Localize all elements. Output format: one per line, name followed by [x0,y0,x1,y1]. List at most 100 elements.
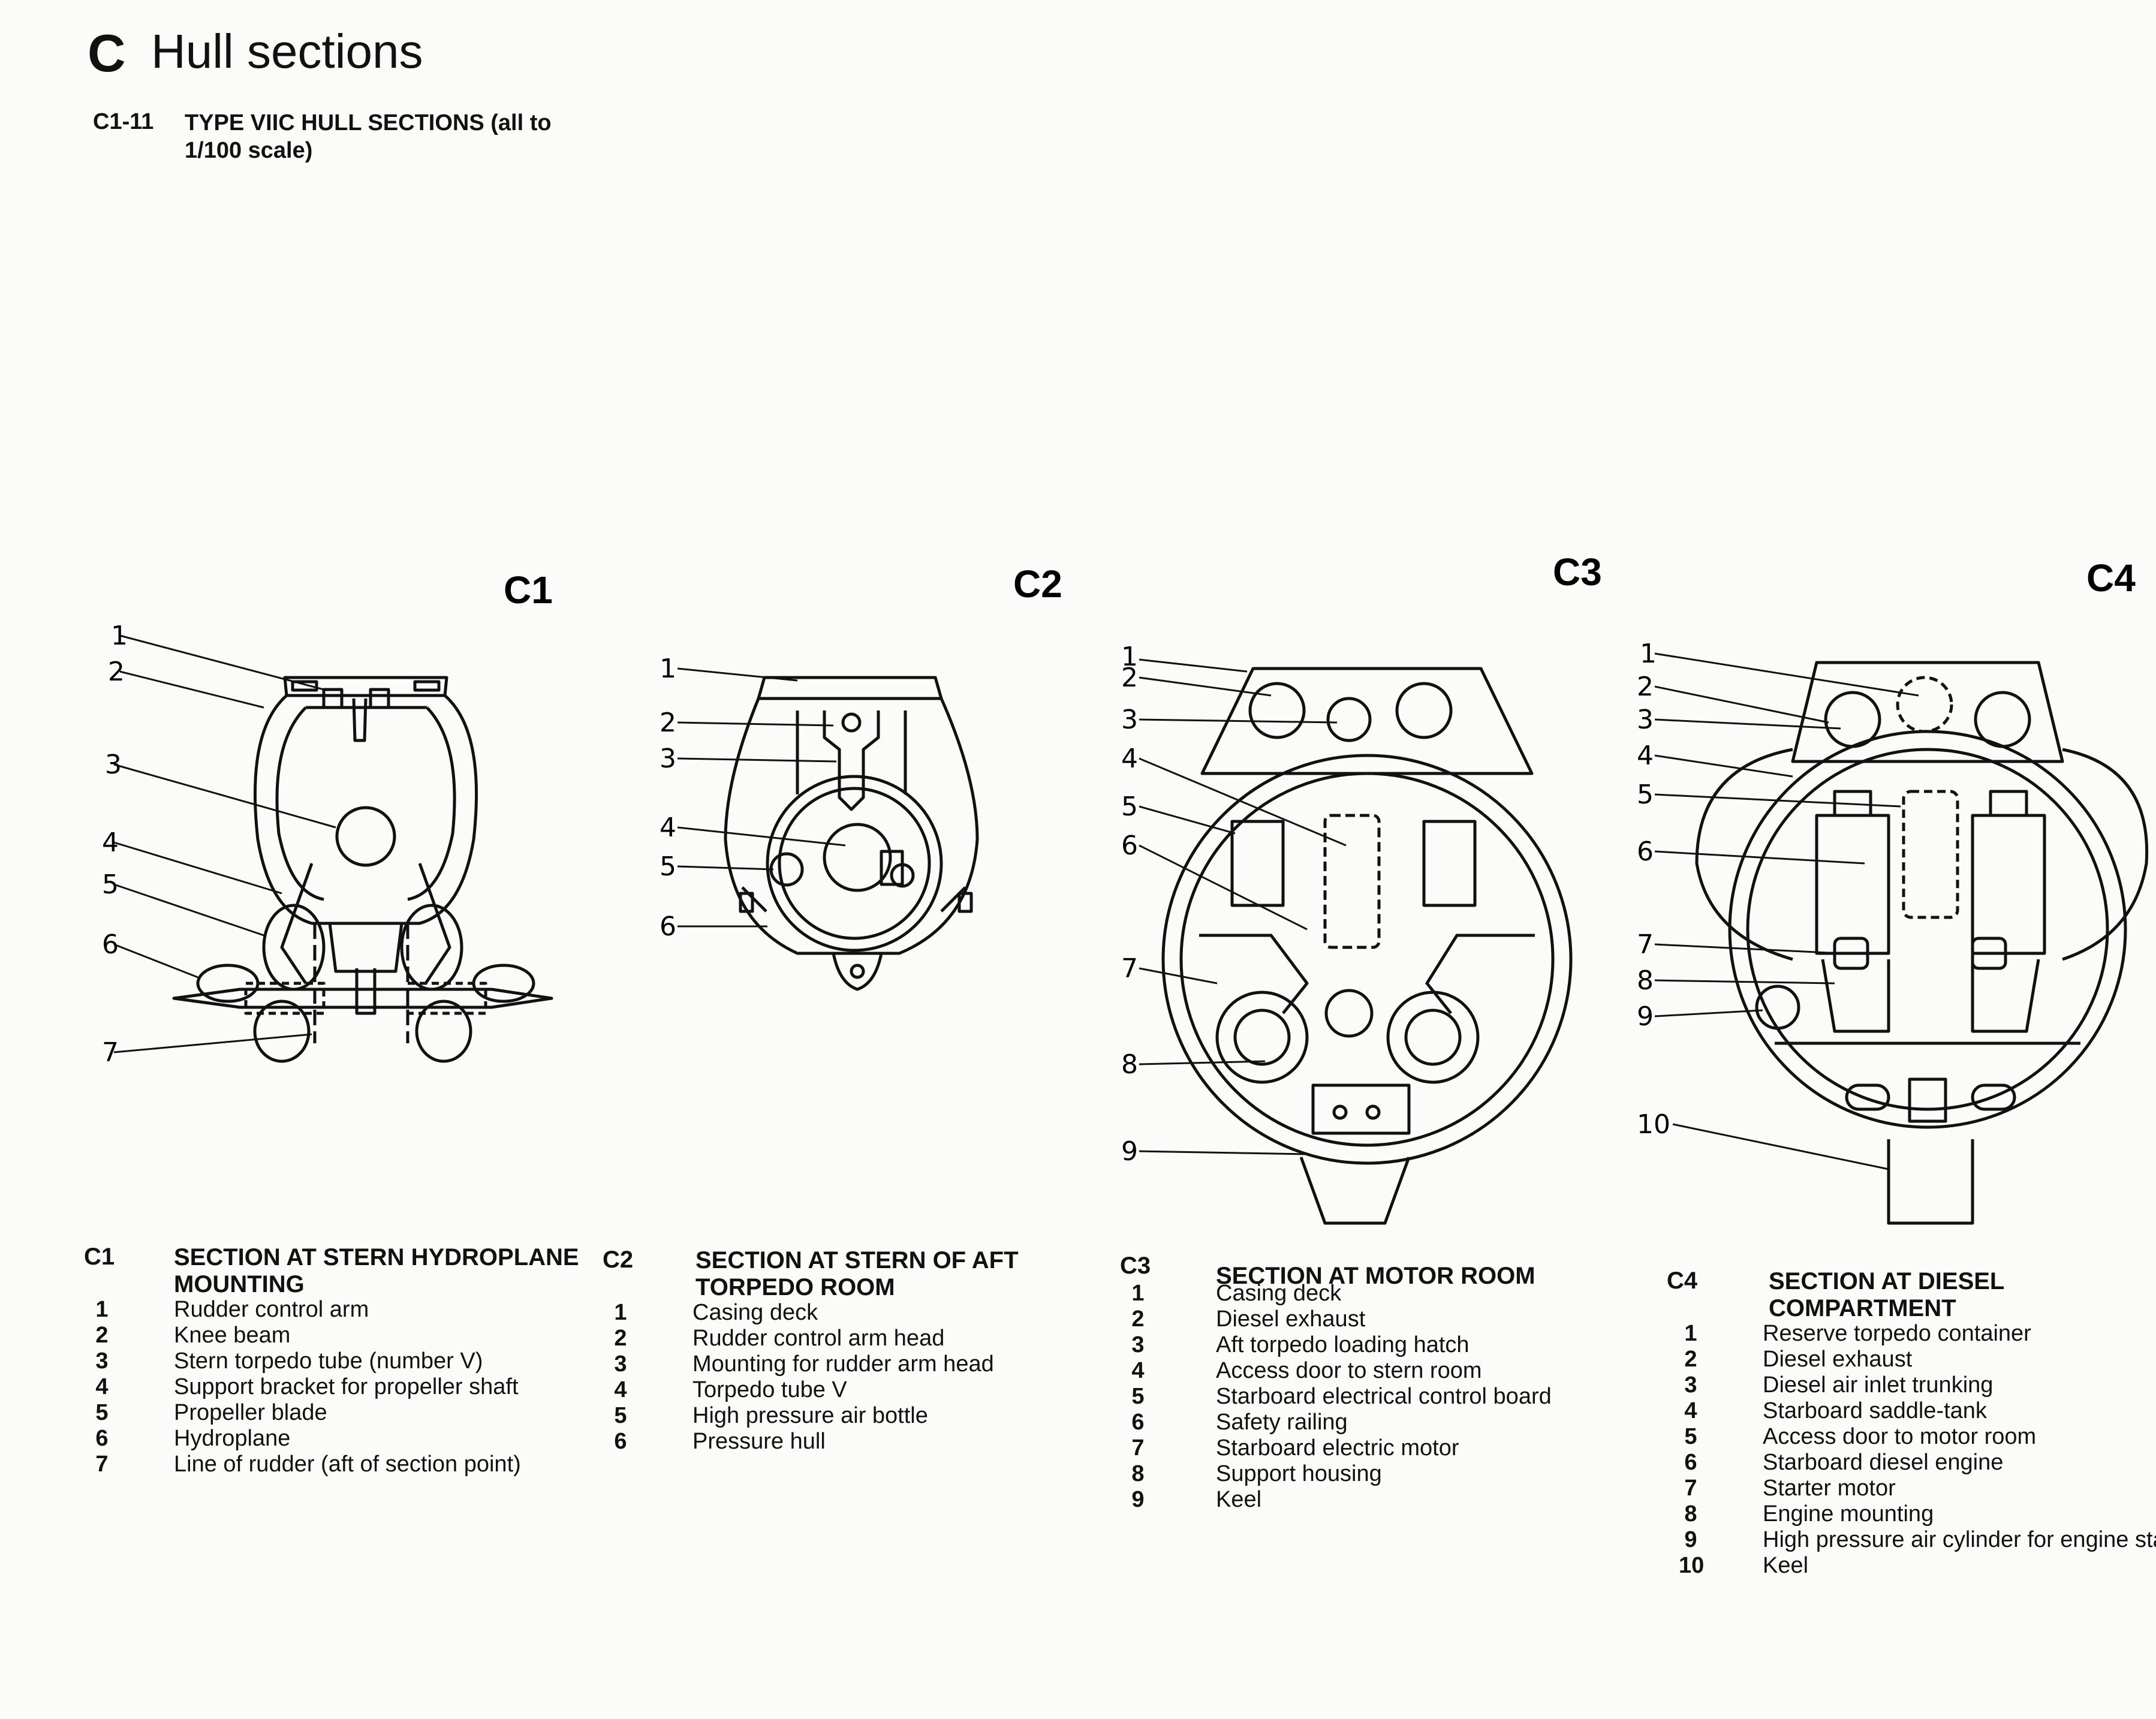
key-item-number: 7 [1684,1476,1697,1501]
c4-key-id: C4 [1667,1268,1698,1294]
key-item-text: High pressure air cylinder for engine st… [1763,1527,2156,1552]
key-item-text: High pressure air bottle [692,1403,928,1428]
c1-callout-6: 6 [102,929,119,960]
key-item-number: 8 [1684,1501,1697,1527]
key-item-text: Aft torpedo loading hatch [1216,1332,1470,1357]
key-item-text: Support bracket for propeller shaft [174,1374,519,1399]
key-item-number: 10 [1679,1553,1705,1578]
c3-callout-5: 5 [1121,791,1138,822]
chapter-letter: C [88,23,126,83]
key-item-text: Knee beam [174,1323,291,1348]
key-item-number: 3 [1684,1372,1697,1398]
c3-callout-3: 3 [1121,705,1138,735]
c4-callout-9: 9 [1637,1001,1654,1032]
key-item-number: 5 [1131,1384,1145,1409]
key-item-text: Pressure hull [692,1429,826,1454]
c3-key-title: SECTION AT MOTOR ROOM [1216,1263,1535,1289]
c2-key-id: C2 [603,1247,634,1273]
key-item-number: 1 [1131,1281,1145,1306]
c4-key-title: SECTION AT DIESEL COMPARTMENT [1769,1268,2004,1321]
key-item-number: 6 [614,1429,627,1454]
key-item-text: Engine mounting [1763,1501,1934,1527]
key-item-text: Rudder control arm [174,1297,369,1322]
key-item-number: 2 [614,1326,627,1351]
key-item-number: 3 [1131,1332,1145,1357]
c4-callout-1: 1 [1640,639,1657,669]
key-item-text: Access door to motor room [1763,1424,2037,1449]
c3-drawing [1139,658,1573,1225]
c3-callout-8: 8 [1121,1049,1138,1080]
key-item-text: Casing deck [692,1300,818,1325]
key-item-text: Diesel air inlet trunking [1763,1372,1994,1398]
c2-key-title: SECTION AT STERN OF AFT TORPEDO ROOM [695,1247,1019,1300]
c2-callout-2: 2 [660,708,676,738]
key-item-text: Starboard electric motor [1216,1435,1459,1461]
c2-callout-1: 1 [660,654,676,684]
key-item-number: 1 [1684,1321,1697,1346]
c1-callout-7: 7 [102,1037,119,1068]
key-item-number: 5 [614,1403,627,1428]
c2-callout-6: 6 [660,911,676,942]
key-item-text: Starboard saddle-tank [1763,1398,1987,1423]
key-item-text: Starboard electrical control board [1216,1384,1552,1409]
key-item-number: 3 [614,1351,627,1377]
c1-callout-3: 3 [105,749,122,780]
c1-key-id: C1 [84,1244,115,1270]
key-item-text: Access door to stern room [1216,1358,1482,1383]
key-item-number: 9 [1131,1487,1145,1512]
c2-callout-3: 3 [660,743,676,774]
figure-number: C1-11 [93,109,154,134]
c3-callout-1: 1 [1121,642,1138,672]
key-item-text: Propeller blade [174,1400,327,1425]
key-item-number: 1 [95,1297,109,1322]
c3-callout-6: 6 [1121,830,1138,861]
key-item-number: 6 [1684,1450,1697,1475]
key-item-number: 4 [1131,1358,1145,1383]
c2-drawing [677,667,979,991]
key-item-text: Casing deck [1216,1281,1342,1306]
c4-drawing [1654,652,2149,1225]
c4-callout-5: 5 [1637,779,1654,810]
key-item-number: 9 [1684,1527,1697,1552]
c4-callout-2: 2 [1637,672,1654,702]
c4-label: C4 [2086,556,2136,600]
c4-callout-8: 8 [1637,965,1654,996]
c1-callout-4: 4 [102,827,119,858]
key-item-text: Diesel exhaust [1216,1306,1366,1332]
c3-callout-4: 4 [1121,743,1138,774]
key-item-text: Torpedo tube V [692,1377,847,1402]
key-item-number: 4 [95,1374,109,1399]
key-item-text: Keel [1763,1553,1809,1578]
key-item-number: 3 [95,1348,109,1374]
c4-callout-7: 7 [1637,929,1654,960]
key-item-number: 7 [1131,1435,1145,1461]
key-item-text: Keel [1216,1487,1262,1512]
key-item-text: Mounting for rudder arm head [692,1351,994,1377]
key-item-text: Hydroplane [174,1426,291,1451]
c2-label: C2 [1013,562,1062,606]
c1-callout-1: 1 [111,621,128,651]
c2-callout-4: 4 [660,812,676,843]
key-item-number: 2 [1684,1347,1697,1372]
c1-callout-2: 2 [108,657,125,687]
key-item-text: Rudder control arm head [692,1326,945,1351]
c3-key-id: C3 [1120,1253,1151,1279]
c1-callout-5: 5 [102,869,119,900]
key-item-number: 5 [95,1400,109,1425]
key-item-number: 1 [614,1300,627,1325]
key-item-number: 2 [95,1323,109,1348]
key-item-number: 2 [1131,1306,1145,1332]
page-title: Hull sections [151,25,423,78]
key-item-text: Line of rudder (aft of section point) [174,1452,521,1477]
c3-callout-7: 7 [1121,953,1138,984]
key-item-number: 6 [1131,1410,1145,1435]
key-item-text: Starboard diesel engine [1763,1450,2004,1475]
c4-callout-3: 3 [1637,705,1654,735]
c1-key-title: SECTION AT STERN HYDROPLANE MOUNTING [174,1244,579,1297]
key-item-text: Support housing [1216,1461,1382,1486]
key-item-text: Reserve torpedo container [1763,1321,2031,1346]
key-item-number: 5 [1684,1424,1697,1449]
c4-callout-10: 10 [1637,1109,1670,1140]
figure-caption: TYPE VIIC HULL SECTIONS (all to 1/100 sc… [185,110,552,163]
